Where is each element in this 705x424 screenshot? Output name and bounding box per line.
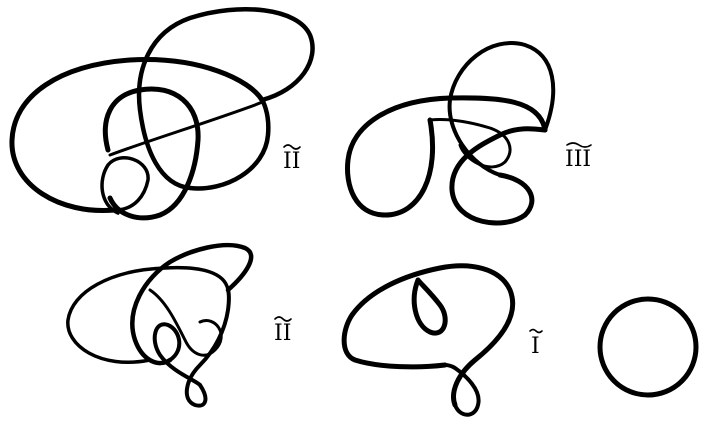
knot-4-label: I — [531, 334, 540, 359]
knot-4-move-label: I — [530, 330, 542, 360]
knot-3-move-label: II — [274, 317, 291, 346]
knot-1-move-label: II — [283, 145, 300, 174]
knot-4-strand-kink — [445, 365, 479, 415]
knot-4-strand-small-loop — [414, 280, 445, 333]
knot-2-label: III — [565, 147, 591, 172]
knot-3-strand-upper — [132, 245, 251, 363]
knot-1-strand-cross — [110, 100, 264, 155]
knot-2-strand-inner — [430, 119, 510, 166]
knot-diagram-4 — [344, 266, 513, 415]
knot-3-label: II — [274, 321, 291, 346]
knot-4-tilde-mark — [530, 330, 542, 333]
knot-3-strand-twist-b — [187, 290, 229, 406]
knot-4-strand-body — [344, 266, 513, 405]
knot-diagram-3 — [68, 245, 251, 405]
knot-1-strand-diagonal — [102, 158, 148, 213]
knot-2-strand-lower-right — [452, 129, 545, 223]
knot-1-label: II — [283, 149, 300, 174]
knot-diagram-2 — [347, 43, 553, 223]
knot-2-move-label: III — [565, 143, 591, 172]
knot-diagram-1 — [12, 9, 313, 218]
knot-1-strand-outer-loop — [12, 60, 262, 211]
knot-3-strand-inner — [150, 290, 221, 355]
knot-2-strand-left-loop — [347, 98, 545, 215]
unknot-circle — [600, 299, 696, 395]
